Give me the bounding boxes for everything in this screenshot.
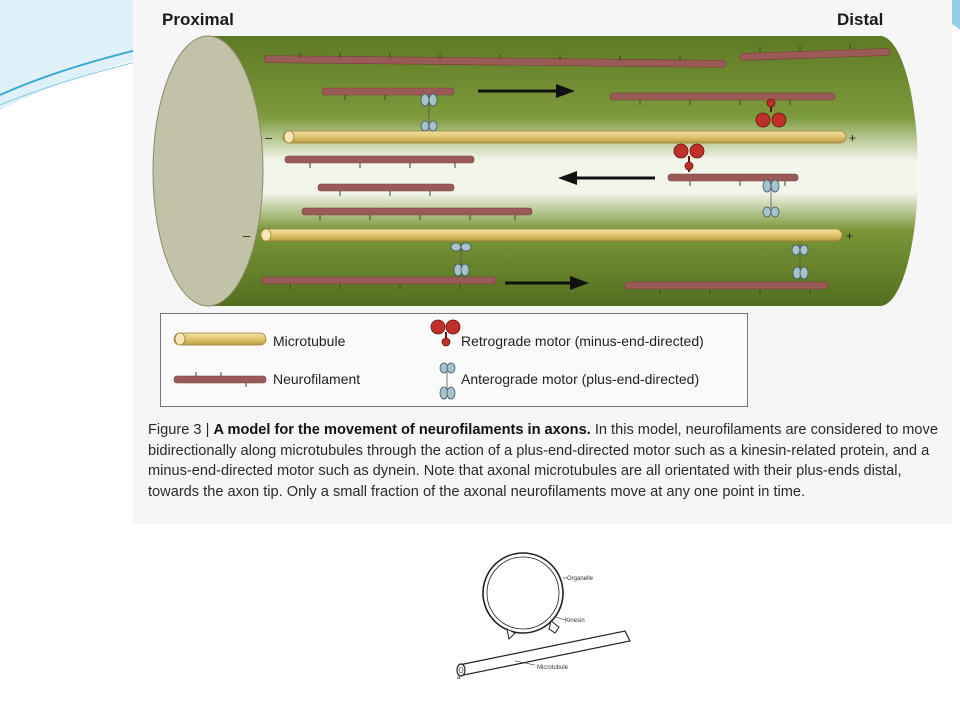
anterograde-motor bbox=[791, 244, 809, 280]
neurofilament bbox=[667, 173, 799, 182]
axon-cross-section bbox=[152, 35, 264, 307]
neurofilament bbox=[624, 281, 829, 290]
inset-label-organelle: Organelle bbox=[567, 576, 594, 582]
axon-body bbox=[208, 36, 918, 306]
neurofilament bbox=[739, 48, 891, 61]
neurofilament bbox=[321, 87, 455, 96]
microtubule-plus-end: + bbox=[846, 229, 853, 243]
proximal-label: Proximal bbox=[162, 10, 234, 29]
inset-label-microtubule: Microtubule bbox=[537, 665, 569, 671]
figure-caption: Figure 3 | A model for the movement of n… bbox=[148, 420, 938, 502]
legend-label-microtubule: Microtubule bbox=[273, 333, 346, 349]
arrow-retrograde bbox=[558, 171, 655, 185]
microtubule-minus-end: – bbox=[243, 228, 251, 243]
legend-label-retrograde: Retrograde motor (minus-end-directed) bbox=[461, 333, 704, 349]
neurofilaments bbox=[261, 48, 891, 290]
caption-title: A model for the movement of neurofilamen… bbox=[213, 422, 591, 438]
neurofilament-sidearms bbox=[289, 44, 851, 294]
neurofilament bbox=[261, 276, 497, 285]
legend-anterograde-motor-symbol bbox=[439, 362, 456, 400]
kinesin-inset-diagram: Organelle Kinesin Microtubule a bbox=[445, 545, 635, 680]
inset-microtubule bbox=[456, 630, 631, 677]
legend: Microtubule Neurofilament Retrograde mot… bbox=[160, 313, 748, 407]
neurofilament bbox=[609, 92, 836, 101]
inset-label-kinesin: Kinesin bbox=[565, 618, 585, 624]
legend-retrograde-motor-symbol bbox=[430, 319, 461, 347]
axon-diagram: – + – + bbox=[152, 35, 918, 307]
legend-microtubule-symbol bbox=[173, 332, 267, 346]
legend-neurofilament-symbol bbox=[173, 372, 267, 387]
retrograde-motor bbox=[673, 143, 705, 172]
anterograde-motor bbox=[450, 242, 472, 277]
neurofilament bbox=[263, 55, 727, 68]
neurofilament bbox=[317, 183, 455, 192]
retrograde-motor bbox=[755, 98, 787, 128]
legend-label-neurofilament: Neurofilament bbox=[273, 371, 361, 387]
microtubule bbox=[259, 228, 843, 242]
inset-label-corner: a bbox=[457, 675, 461, 680]
kinesin-motor bbox=[506, 620, 560, 641]
arrow-anterograde bbox=[505, 276, 589, 290]
distal-label: Distal bbox=[837, 10, 884, 29]
microtubule-minus-end: – bbox=[265, 130, 273, 145]
organelle bbox=[482, 552, 564, 634]
neurofilament bbox=[284, 155, 475, 164]
anterograde-motor bbox=[420, 93, 438, 132]
neurofilament bbox=[301, 207, 533, 216]
caption-body: In this model, neurofilaments are consid… bbox=[148, 422, 938, 500]
microtubule-plus-end: + bbox=[849, 131, 856, 145]
caption-label: Figure 3 | bbox=[148, 422, 214, 438]
anterograde-motor bbox=[762, 179, 780, 218]
legend-symbols bbox=[173, 319, 461, 400]
arrow-anterograde bbox=[478, 84, 575, 98]
legend-label-anterograde: Anterograde motor (plus-end-directed) bbox=[461, 371, 700, 387]
microtubule bbox=[282, 130, 847, 144]
